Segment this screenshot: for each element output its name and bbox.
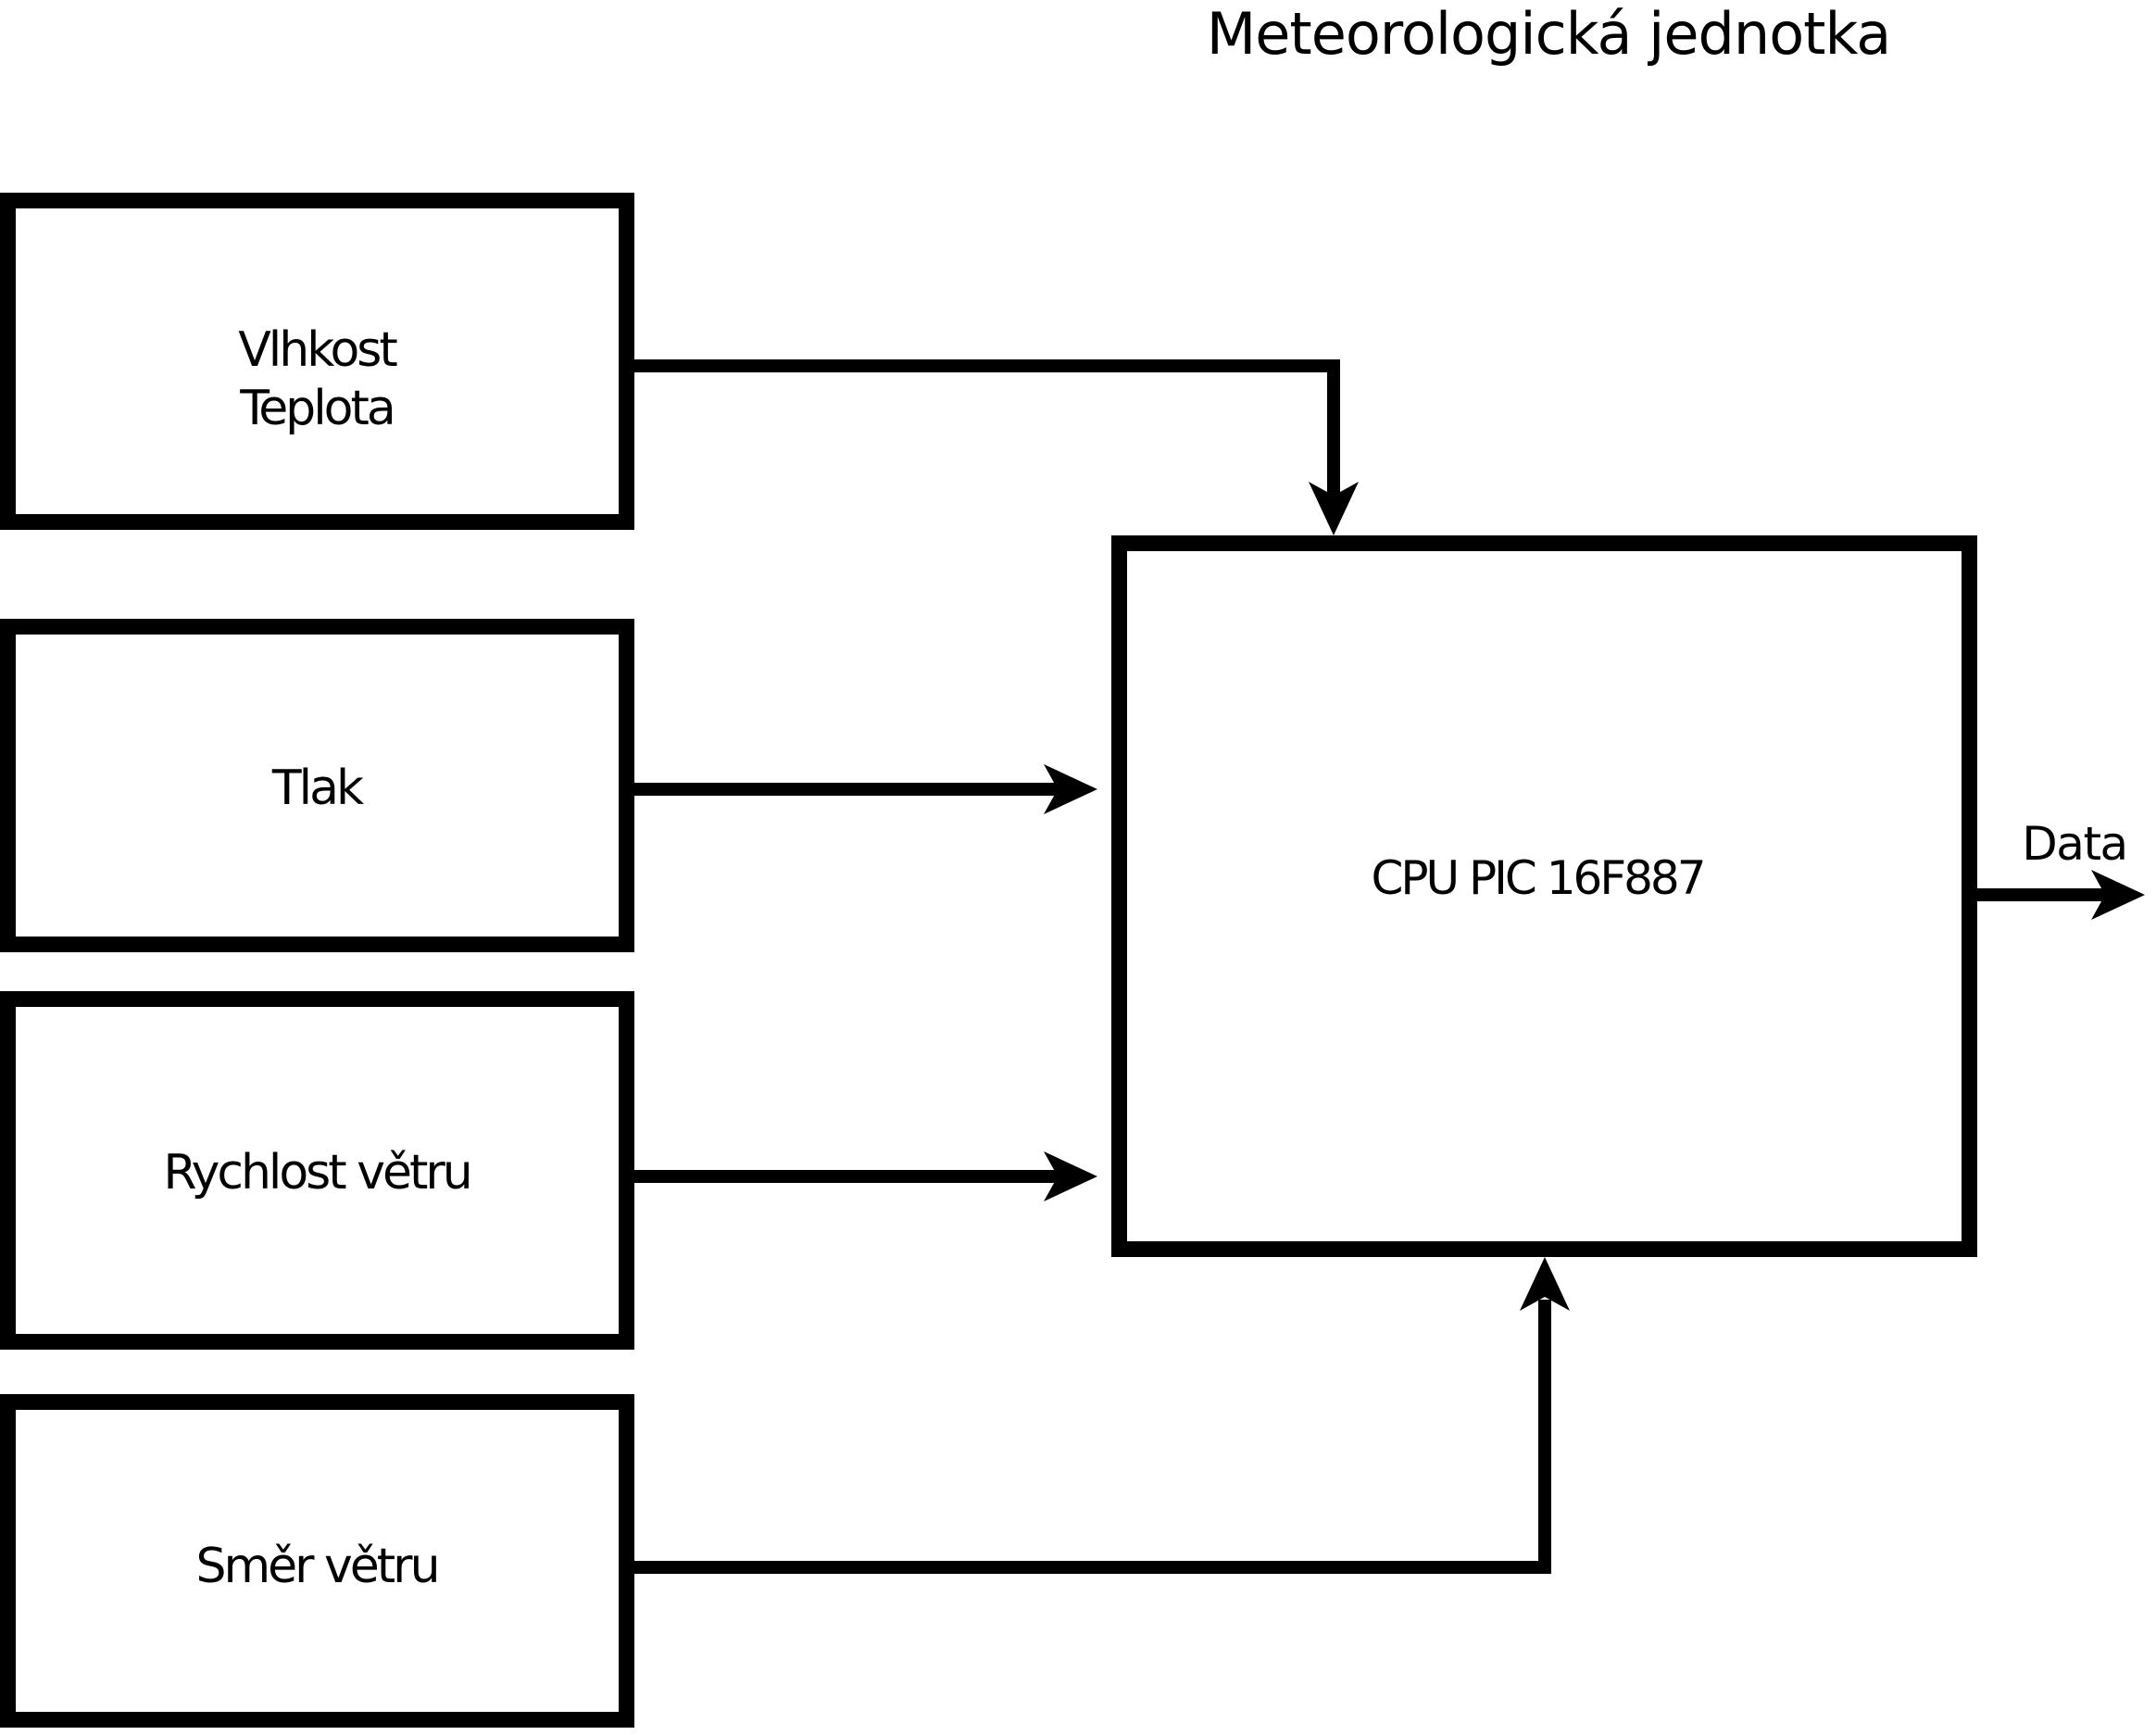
box-label-line-2: Teplota	[239, 381, 393, 436]
arrow-line	[634, 1300, 1551, 1574]
arrow-head-up-icon	[1520, 1257, 1570, 1311]
box-pressure-rect	[0, 619, 634, 952]
box-wind-direction: Směr větru	[0, 1394, 634, 1728]
arrow-pressure-to-cpu	[634, 764, 1097, 814]
diagram-title: Meteorologická jednotka	[1207, 0, 1891, 68]
box-wind-direction-rect	[0, 1394, 634, 1728]
box-wind-speed-rect	[0, 991, 634, 1350]
arrow-wind-direction-to-cpu	[634, 1257, 1570, 1574]
arrow-head-down-icon	[1309, 482, 1359, 535]
arrow-cpu-to-data: Data	[1977, 817, 2145, 920]
box-cpu: CPU PIC 16F887	[1111, 535, 1977, 1257]
arrow-wind-speed-to-cpu	[634, 1151, 1097, 1201]
arrow-head-right-icon	[2091, 870, 2145, 920]
arrow-humidity-to-cpu	[634, 359, 1359, 535]
box-pressure: Tlak	[0, 619, 634, 952]
arrow-head-right-icon	[1044, 1151, 1097, 1201]
box-wind-speed-label: Rychlost větru	[163, 1145, 470, 1201]
arrow-head-right-icon	[1044, 764, 1097, 814]
output-data-label: Data	[2022, 817, 2126, 871]
box-pressure-label: Tlak	[271, 761, 364, 816]
box-wind-speed: Rychlost větru	[0, 991, 634, 1350]
box-cpu-rect	[1111, 535, 1977, 1257]
box-cpu-label: CPU PIC 16F887	[1371, 851, 1703, 905]
box-wind-direction-label: Směr větru	[195, 1539, 437, 1594]
box-humidity-temperature-rect	[0, 193, 634, 530]
box-label-line-1: Vlhkost	[238, 322, 397, 378]
arrow-line	[634, 359, 1340, 498]
